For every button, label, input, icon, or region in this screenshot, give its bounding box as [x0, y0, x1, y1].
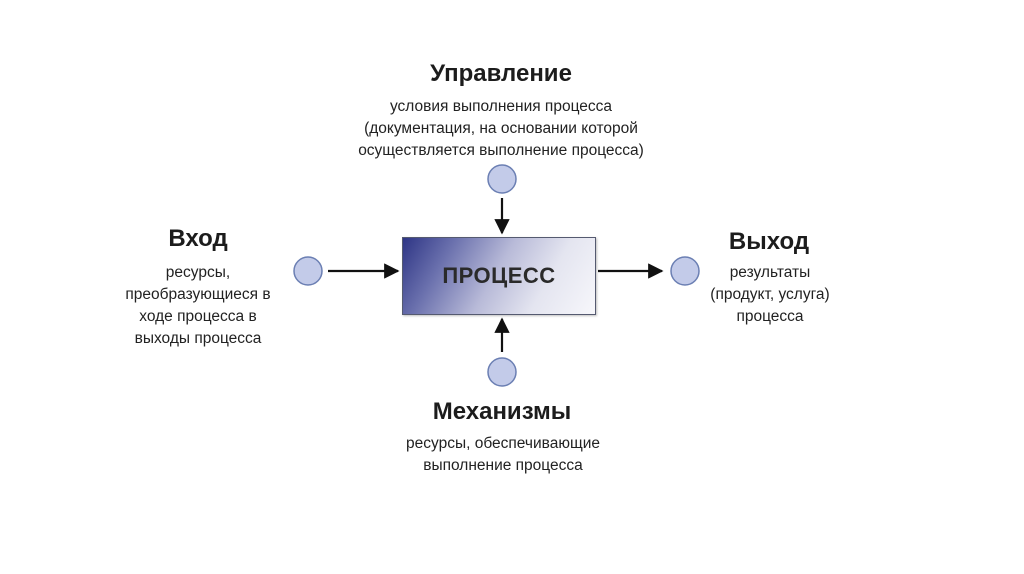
input-description: ресурсы, преобразующиеся в ходе процесса…	[100, 262, 296, 350]
control-node-icon	[487, 164, 517, 194]
input-heading: Вход	[168, 225, 228, 252]
input-line: выходы процесса	[134, 330, 262, 347]
input-line: ресурсы,	[165, 264, 231, 281]
mechanisms-heading: Механизмы	[432, 398, 572, 425]
mechanisms-node-icon	[487, 357, 517, 387]
input-node-icon	[293, 256, 323, 286]
input-line: ходе процесса в	[139, 308, 257, 325]
output-node-icon	[670, 256, 700, 286]
mechanisms-description: ресурсы, обеспечивающие выполнение проце…	[348, 433, 658, 477]
mechanisms-line: выполнение процесса	[423, 457, 583, 474]
mechanisms-line: ресурсы, обеспечивающие	[406, 435, 600, 452]
output-line: (продукт, услуга)	[710, 286, 830, 303]
process-label: ПРОЦЕСС	[442, 263, 556, 288]
control-line: условия выполнения процесса	[389, 98, 613, 115]
input-line: преобразующиеся в	[125, 286, 271, 303]
output-heading: Выход	[728, 228, 810, 255]
control-line: (документация, на основании которой	[364, 120, 638, 137]
control-description: условия выполнения процесса (документаци…	[316, 96, 686, 162]
process-box: ПРОЦЕСС	[402, 237, 596, 315]
output-line: результаты	[729, 264, 811, 281]
output-line: процесса	[736, 308, 804, 325]
output-description: результаты (продукт, услуга) процесса	[684, 262, 856, 328]
control-line: осуществляется выполнение процесса)	[358, 142, 644, 159]
control-heading: Управление	[430, 60, 572, 87]
